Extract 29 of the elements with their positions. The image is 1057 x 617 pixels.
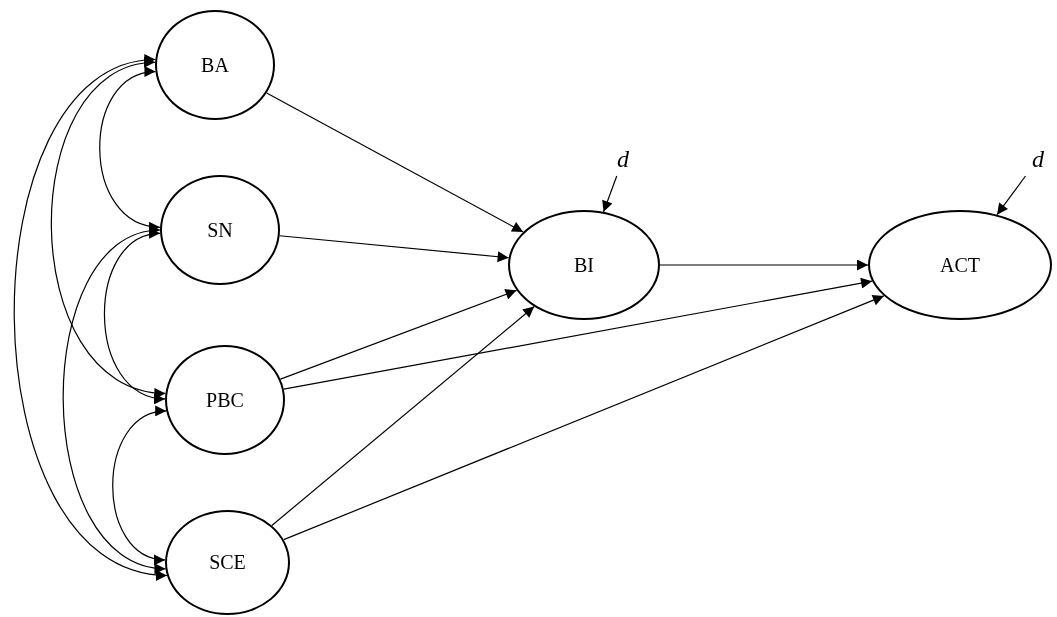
covariance-arrow (99, 68, 161, 231)
covariance-arrow (103, 229, 166, 403)
variable-label: SN (207, 218, 233, 242)
covariance-arrow (112, 407, 167, 564)
variable-label: BA (201, 53, 229, 77)
variable-label: BI (574, 253, 594, 277)
variable-label: PBC (206, 388, 244, 412)
variable-ellipse (165, 510, 290, 615)
covariance-arrow (62, 227, 167, 572)
path-arrow (279, 289, 518, 380)
path-arrow (283, 277, 873, 390)
variable-ellipse (155, 10, 275, 120)
variable-ellipse (868, 210, 1052, 320)
path-arrow (279, 235, 510, 263)
path-arrow (602, 175, 618, 213)
path-arrow (271, 305, 535, 527)
variable-ellipse (508, 210, 660, 320)
variable-ellipse (165, 345, 285, 455)
variable-label: ACT (940, 253, 980, 277)
path-arrow (659, 259, 869, 271)
path-arrow (283, 294, 885, 541)
covariance-arrow (50, 59, 167, 397)
disturbance-label: d (1032, 145, 1044, 173)
variable-ellipse (160, 175, 280, 285)
disturbance-label: d (617, 145, 629, 173)
variable-label: SCE (209, 551, 246, 574)
path-arrow (996, 175, 1027, 216)
covariance-arrow (13, 56, 168, 579)
path-arrow (266, 92, 524, 233)
